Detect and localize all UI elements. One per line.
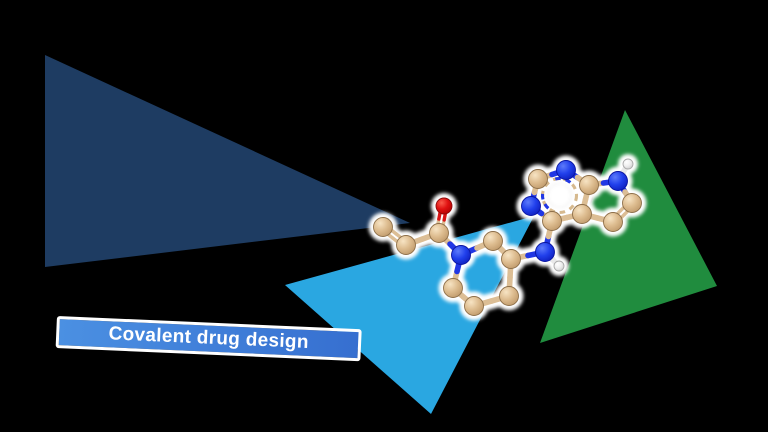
atom-C <box>603 212 623 232</box>
atom-C <box>396 235 416 255</box>
atom-C <box>542 211 562 231</box>
cyan-triangle <box>285 216 534 414</box>
atom-C <box>464 296 484 316</box>
molecule-atoms <box>373 158 642 316</box>
aromatic-ring-dashes <box>540 176 579 215</box>
background-triangles <box>45 55 717 414</box>
navy-triangle <box>45 55 410 267</box>
atom-C <box>528 169 548 189</box>
atom-H <box>553 260 565 272</box>
atom-N <box>608 171 628 191</box>
banner-label: Covalent drug design <box>108 323 310 353</box>
atom-C <box>622 193 642 213</box>
green-triangle <box>540 110 717 343</box>
atom-C <box>501 249 521 269</box>
atom-C <box>429 223 449 243</box>
atom-H <box>622 158 634 170</box>
atom-C <box>572 204 592 224</box>
atom-N <box>521 196 541 216</box>
atom-O <box>435 197 453 215</box>
atom-N <box>535 242 555 262</box>
atom-C <box>579 175 599 195</box>
atom-C <box>443 278 463 298</box>
atom-C <box>483 231 503 251</box>
atom-C <box>373 217 393 237</box>
atom-N <box>556 160 576 180</box>
atom-N <box>451 245 471 265</box>
atom-C <box>499 286 519 306</box>
